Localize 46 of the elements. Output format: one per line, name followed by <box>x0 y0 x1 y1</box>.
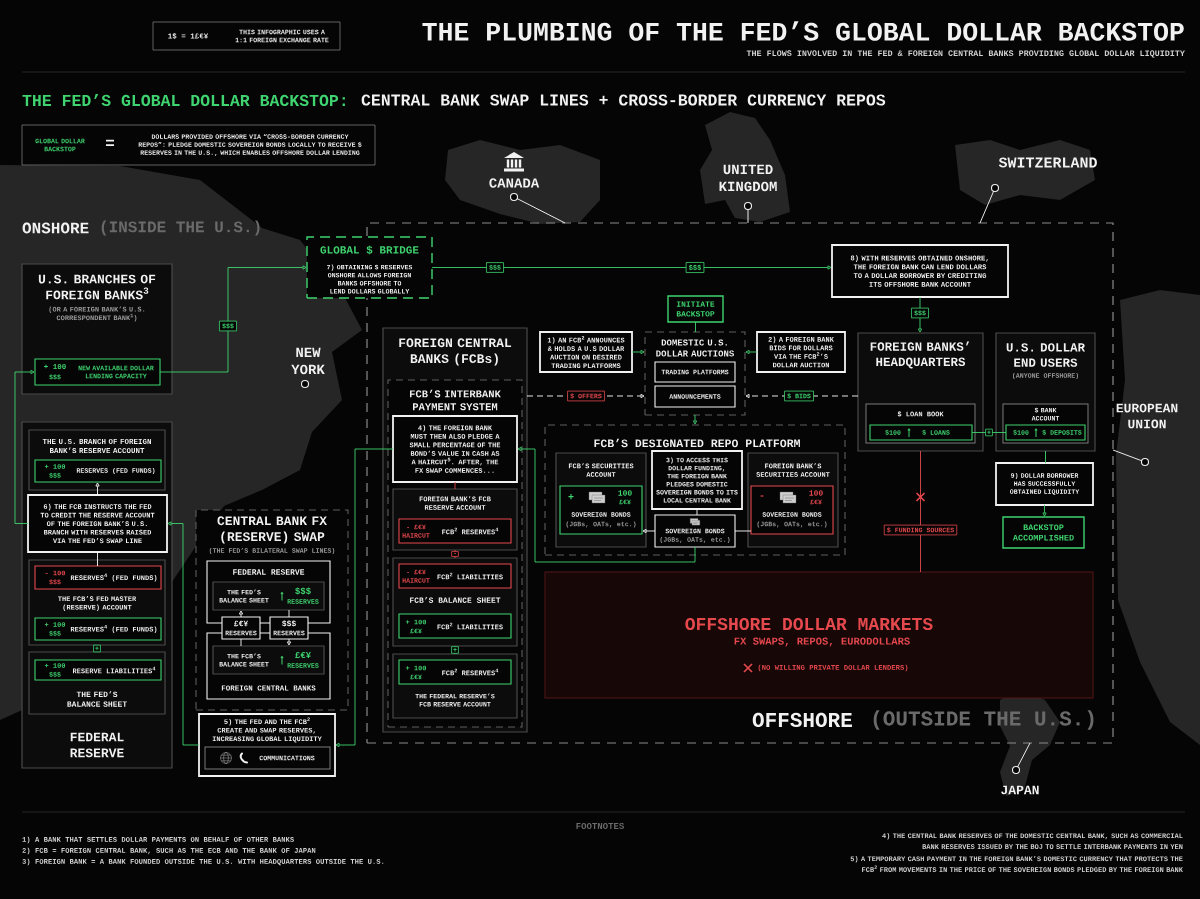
connector-line <box>695 321 696 333</box>
arrow <box>238 610 244 618</box>
arrow <box>159 265 307 373</box>
section-heading: THE FED’S GLOBAL DOLLAR BACKSTOP: <box>22 93 345 107</box>
place-label: UNITED KINGDOM <box>719 164 777 192</box>
zone-label: ONSHORE <box>22 222 89 234</box>
connector-line <box>454 481 456 490</box>
connector-line <box>920 450 921 573</box>
arrow <box>917 296 923 333</box>
connector-line <box>734 530 752 532</box>
status-box: BACKSTOP ACCOMPLISHED <box>1002 516 1085 549</box>
connector-line <box>1045 450 1046 464</box>
leader-line <box>747 209 749 224</box>
arrow <box>745 349 758 355</box>
arrow <box>335 448 394 748</box>
connector-line <box>288 609 290 618</box>
arrow <box>692 414 698 425</box>
zone-label: (INSIDE THE U.S.) <box>101 220 260 236</box>
arrow <box>745 393 859 399</box>
footnotes-heading: FOOTNOTES <box>576 822 625 830</box>
connector-line <box>696 508 698 516</box>
arrow <box>631 349 645 355</box>
connector-line <box>971 432 1007 433</box>
place-label: CANADA <box>489 178 540 188</box>
connector-line <box>240 638 242 647</box>
arrow <box>1042 504 1047 517</box>
status-box: INITIATE BACKSTOP <box>667 295 724 323</box>
connector-line <box>97 551 98 567</box>
arrow <box>14 369 35 524</box>
leader-line <box>1112 449 1143 462</box>
arrow <box>642 528 656 534</box>
place-label: EUROPEAN UNION <box>1116 403 1178 429</box>
leader-line <box>1017 742 1031 768</box>
arrow <box>167 521 200 746</box>
leader-line <box>979 190 995 224</box>
leader-line <box>516 198 566 224</box>
arrow <box>95 482 100 496</box>
title: THE PLUMBING OF THE FED’S GLOBAL DOLLAR BACKSTOP <box>422 21 1184 41</box>
place-label: NEW YORK <box>291 347 325 375</box>
place-label: JAPAN <box>1001 785 1039 795</box>
place-label: SWITZERLAND <box>998 157 1097 168</box>
arrow <box>431 265 832 270</box>
arrow <box>286 638 292 646</box>
section-heading: CENTRAL BANK SWAP LINES + CROSS-BORDER CURRENCY REPOS <box>361 94 886 106</box>
arrow <box>517 446 696 563</box>
subtitle: THE FLOWS INVOLVED IN THE FED & FOREIGN CENTRAL BANKS PROVIDING GLOBAL DOLLAR LIQUIDITY <box>746 50 1185 58</box>
